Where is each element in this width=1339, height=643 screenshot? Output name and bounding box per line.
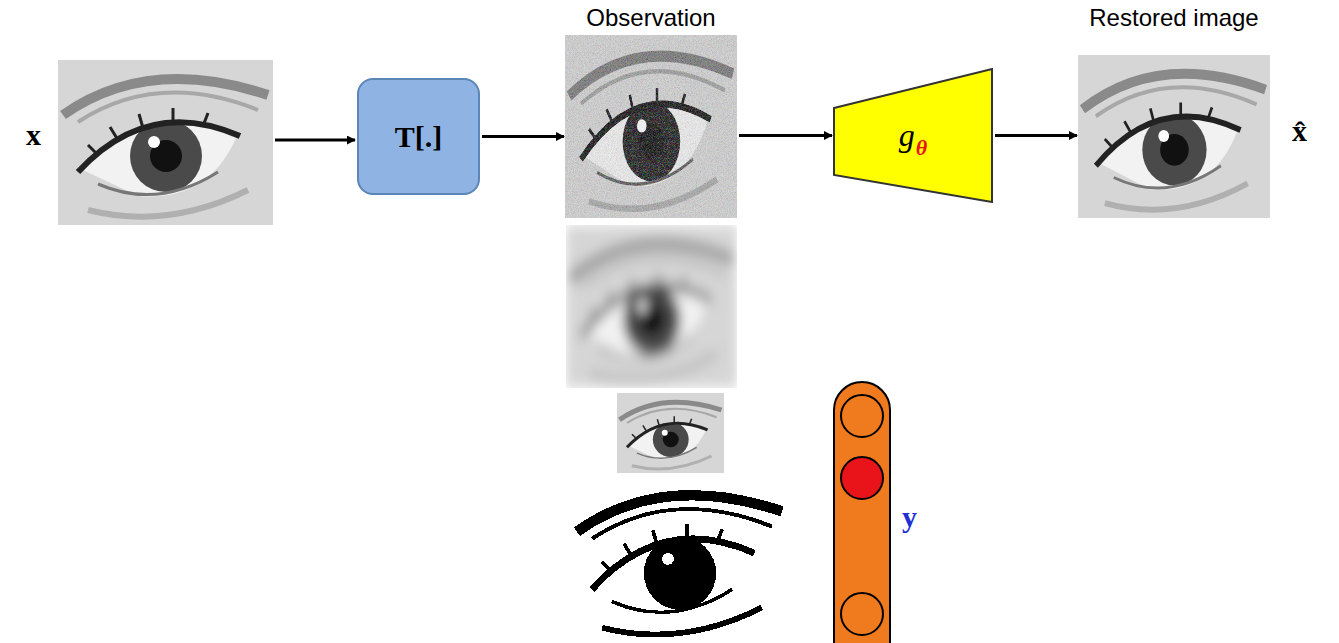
- operator-box: T[.]: [357, 78, 480, 195]
- observation-image: Observation: [565, 0, 737, 218]
- network-trapezoid: gθ: [833, 68, 993, 203]
- input-symbol: x: [26, 118, 41, 152]
- node-text: T[.]: [395, 120, 443, 154]
- output-symbol: x̂: [1292, 114, 1307, 148]
- image-heading: Observation: [586, 4, 715, 32]
- restored-image: Restored image: [1078, 0, 1270, 218]
- node-text: θ: [916, 135, 927, 161]
- image-heading: Restored image: [1089, 4, 1258, 32]
- node-text: g: [899, 117, 915, 154]
- flow-arrow: [739, 134, 832, 137]
- flow-arrow: [482, 135, 564, 138]
- flow-arrow: [995, 134, 1077, 137]
- label-symbol: y: [902, 500, 917, 534]
